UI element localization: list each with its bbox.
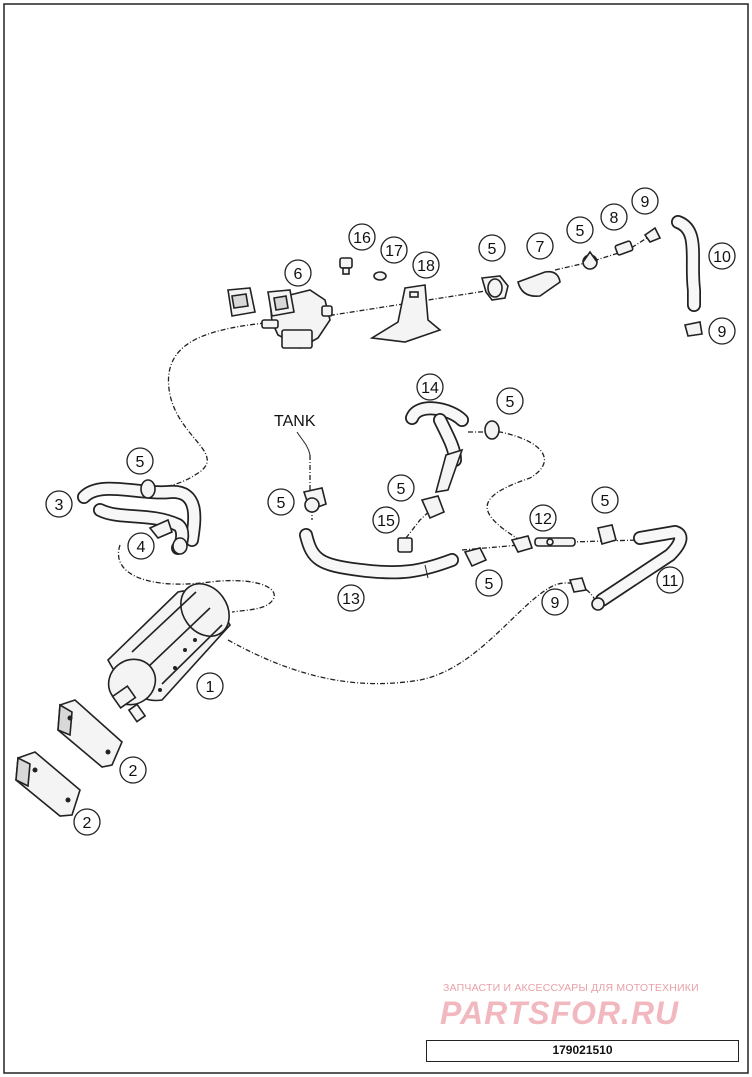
callout: 17 <box>380 236 408 264</box>
svg-text:14: 14 <box>421 380 439 397</box>
svg-text:15: 15 <box>377 513 395 530</box>
svg-text:5: 5 <box>601 493 610 510</box>
clamp-5-upper <box>480 275 509 301</box>
callout: 16 <box>348 223 376 251</box>
diagram-border <box>3 3 749 1074</box>
svg-text:17: 17 <box>385 243 403 260</box>
svg-text:16: 16 <box>353 230 371 247</box>
washer-17 <box>373 271 387 281</box>
callout: 5 <box>267 488 295 516</box>
svg-text:13: 13 <box>342 591 360 608</box>
svg-text:5: 5 <box>488 241 497 258</box>
callout: 5 <box>387 474 415 502</box>
canister-strap-upper <box>57 699 123 768</box>
svg-text:9: 9 <box>718 324 727 341</box>
callout: 9 <box>541 588 569 616</box>
callout: 1 <box>196 672 224 700</box>
hose-13 <box>299 528 459 580</box>
hose-10 <box>671 215 701 312</box>
svg-text:2: 2 <box>83 815 92 832</box>
callout: 15 <box>372 506 400 534</box>
svg-text:10: 10 <box>713 249 731 266</box>
canister-strap-lower <box>15 751 81 817</box>
tank-label: TANK <box>274 413 316 430</box>
callout: 12 <box>529 504 557 532</box>
callout: 9 <box>708 317 736 345</box>
fitting-15 <box>397 537 413 553</box>
screw-16 <box>339 257 353 275</box>
svg-text:5: 5 <box>485 576 494 593</box>
hose-11 <box>591 524 688 611</box>
svg-text:5: 5 <box>506 394 515 411</box>
clamp-5-tank <box>302 487 327 513</box>
charcoal-canister <box>107 583 231 723</box>
callout: 4 <box>127 532 155 560</box>
svg-text:8: 8 <box>610 210 619 227</box>
watermark-caption: ЗАПЧАСТИ И АКСЕССУАРЫ ДЛЯ МОТОТЕХНИКИ <box>443 982 699 994</box>
svg-text:5: 5 <box>576 223 585 240</box>
callout: 11 <box>656 566 684 594</box>
callout: 5 <box>478 234 506 262</box>
svg-text:9: 9 <box>641 194 650 211</box>
svg-text:18: 18 <box>417 258 435 275</box>
svg-text:3: 3 <box>55 497 64 514</box>
callout: 14 <box>416 373 444 401</box>
drawing-code: 179021510 <box>426 1040 739 1062</box>
callout: 5 <box>591 486 619 514</box>
svg-text:5: 5 <box>136 454 145 471</box>
callout: 5 <box>126 447 154 475</box>
watermark-logo: PARTSFOR.RU <box>440 995 680 1031</box>
connector-7 <box>517 270 561 298</box>
svg-text:4: 4 <box>137 539 146 556</box>
clamp-5-upper-right <box>582 250 598 270</box>
callout: 8 <box>600 203 628 231</box>
clamp-4 <box>148 518 173 539</box>
svg-text:6: 6 <box>294 266 303 283</box>
svg-text:9: 9 <box>551 595 560 612</box>
clip-9-upper <box>643 226 662 243</box>
callout: 3 <box>45 490 73 518</box>
callout: 5 <box>496 387 524 415</box>
callout: 9 <box>631 187 659 215</box>
callout: 13 <box>337 584 365 612</box>
callout: 5 <box>566 216 594 244</box>
svg-text:11: 11 <box>662 573 679 590</box>
bracket-18 <box>369 284 442 343</box>
clamp-5-mid <box>420 495 446 520</box>
hose-14 <box>405 401 500 493</box>
callout: 10 <box>708 242 736 270</box>
callout: 7 <box>526 232 554 260</box>
clip-9-right <box>684 321 703 337</box>
callout: 2 <box>119 756 147 784</box>
svg-text:7: 7 <box>536 239 545 256</box>
callout: 2 <box>73 808 101 836</box>
clamp-5-lower <box>463 547 488 568</box>
fitting-8 <box>614 240 634 256</box>
svg-text:5: 5 <box>397 481 406 498</box>
callout: 18 <box>412 251 440 279</box>
svg-text:2: 2 <box>129 763 138 780</box>
clip-9-lower <box>568 577 588 593</box>
hose-3 <box>77 479 202 555</box>
connector-12 <box>510 535 576 553</box>
svg-text:12: 12 <box>534 511 552 528</box>
callout: 5 <box>475 569 503 597</box>
svg-text:1: 1 <box>206 679 215 696</box>
purge-valve-6 <box>227 287 333 349</box>
svg-text:5: 5 <box>277 495 286 512</box>
callout: 6 <box>284 259 312 287</box>
